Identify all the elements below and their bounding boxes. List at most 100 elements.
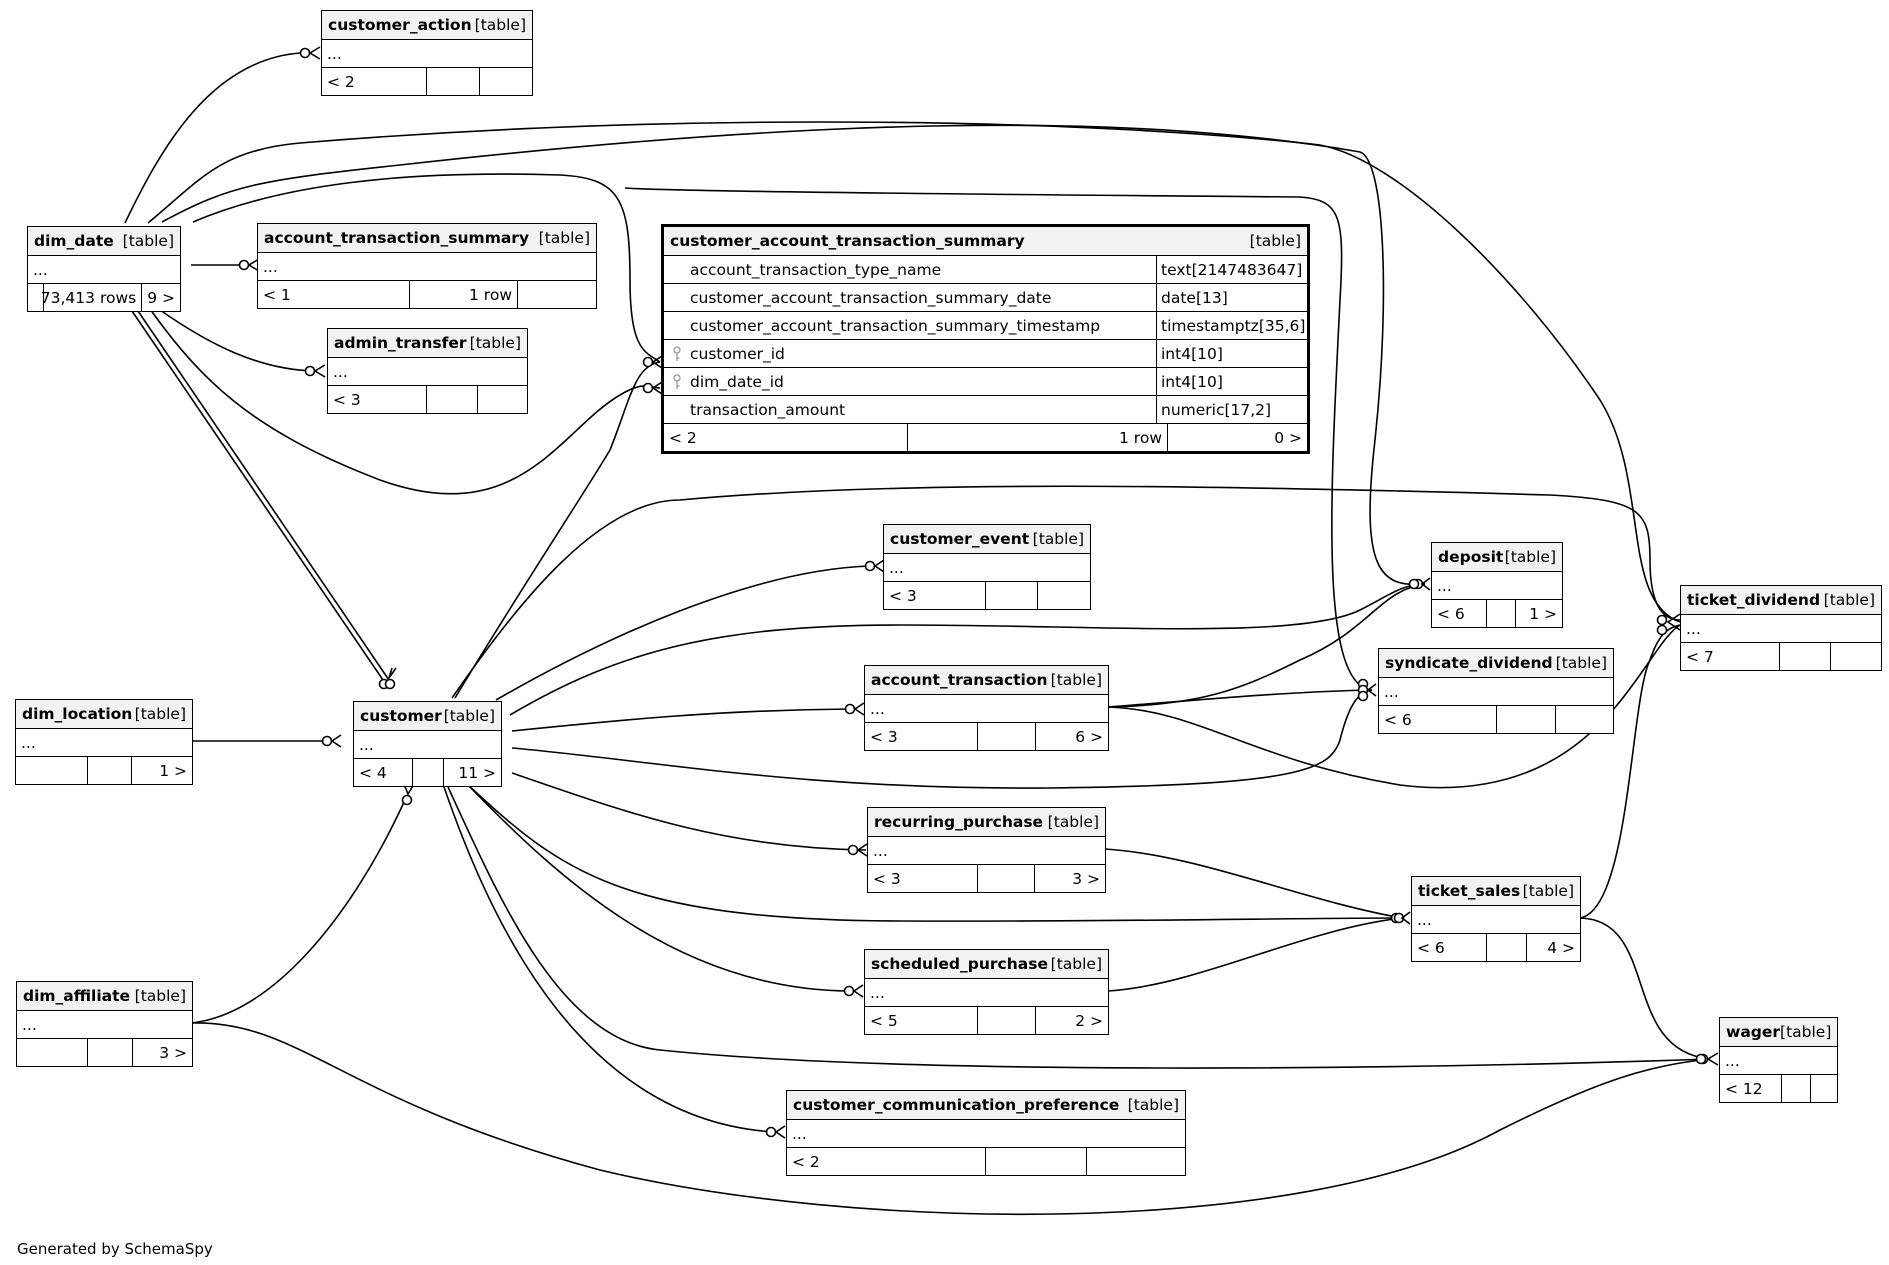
- table-footer: < 4 11 >: [354, 758, 501, 786]
- table-admin-transfer[interactable]: admin_transfer[table] ... < 3: [327, 328, 528, 414]
- edge-customer-customer-event: [495, 565, 871, 701]
- ellipsis-row: ...: [884, 553, 1090, 581]
- column-row[interactable]: customer_account_transaction_summary_dat…: [664, 283, 1307, 311]
- parents-link[interactable]: < 7: [1686, 647, 1714, 666]
- table-kind: [table]: [1047, 813, 1099, 831]
- table-name[interactable]: customer: [360, 707, 442, 725]
- edge-customer-ticket-dividend: [451, 485, 1681, 699]
- table-syndicate-dividend[interactable]: syndicate_dividend[table] ... < 6: [1378, 648, 1614, 734]
- table-name[interactable]: customer_account_transaction_summary: [670, 232, 1025, 250]
- parents-link[interactable]: < 12: [1725, 1079, 1763, 1098]
- children-link[interactable]: [517, 281, 596, 308]
- children-link[interactable]: [1810, 1075, 1837, 1102]
- children-link[interactable]: [477, 386, 527, 413]
- table-customer-action[interactable]: customer_action[table] ... < 2: [321, 10, 533, 96]
- parents-link[interactable]: [17, 1039, 87, 1066]
- children-link[interactable]: 11 >: [443, 759, 501, 786]
- table-kind: [table]: [134, 705, 186, 723]
- table-wager[interactable]: wager[table] ... < 12: [1719, 1017, 1838, 1103]
- children-link[interactable]: [1037, 582, 1090, 609]
- column-row[interactable]: customer_account_transaction_summary_tim…: [664, 311, 1307, 339]
- table-customer-communication-preference[interactable]: customer_communication_preference[table]…: [786, 1090, 1186, 1176]
- children-link[interactable]: 2 >: [1035, 1007, 1108, 1034]
- table-name[interactable]: syndicate_dividend: [1385, 654, 1553, 672]
- table-name[interactable]: dim_location: [22, 705, 133, 723]
- parents-link[interactable]: < 3: [333, 390, 361, 409]
- table-name[interactable]: dim_affiliate: [23, 987, 131, 1005]
- cardinality-markers: [238, 47, 1709, 1138]
- table-kind: [table]: [1032, 530, 1084, 548]
- table-name[interactable]: account_transaction: [871, 671, 1048, 689]
- children-link[interactable]: 3 >: [132, 1039, 192, 1066]
- table-footer: 3 >: [17, 1038, 192, 1066]
- column-name: transaction_amount: [690, 400, 846, 419]
- children-link[interactable]: 0 >: [1167, 424, 1307, 451]
- children-link[interactable]: 4 >: [1526, 934, 1580, 961]
- children-link[interactable]: [1086, 1148, 1185, 1175]
- parents-link[interactable]: < 6: [1384, 710, 1412, 729]
- parents-link[interactable]: < 4: [359, 763, 387, 782]
- children-link[interactable]: [1830, 643, 1881, 670]
- table-customer-account-transaction-summary[interactable]: customer_account_transaction_summary[tab…: [661, 224, 1310, 454]
- table-name[interactable]: wager: [1726, 1023, 1781, 1041]
- column-type: timestamptz[35,6]: [1156, 312, 1307, 339]
- edge-scheduled-purchase-ticket-sales: [1107, 917, 1403, 992]
- edge-dim-date-syndicate-dividend: [192, 173, 1371, 691]
- children-link[interactable]: 3 >: [1034, 865, 1105, 892]
- table-name[interactable]: customer_action: [328, 16, 472, 34]
- parents-link[interactable]: < 6: [1417, 938, 1445, 957]
- parents-link[interactable]: < 6: [1437, 604, 1465, 623]
- children-link[interactable]: 9 >: [141, 284, 180, 311]
- parents-link[interactable]: < 1: [263, 285, 291, 304]
- table-dim-affiliate[interactable]: dim_affiliate[table] ... 3 >: [16, 981, 193, 1067]
- parents-link[interactable]: < 2: [669, 428, 697, 447]
- parents-link[interactable]: < 5: [870, 1011, 898, 1030]
- parents-link[interactable]: < 2: [792, 1152, 820, 1171]
- edge-dim-date-customer-2: [137, 310, 392, 684]
- children-link[interactable]: 1 >: [1515, 600, 1562, 627]
- column-row[interactable]: transaction_amount numeric[17,2]: [664, 395, 1307, 423]
- parents-link[interactable]: < 3: [870, 727, 898, 746]
- parents-link[interactable]: < 2: [327, 72, 355, 91]
- column-type: numeric[17,2]: [1156, 396, 1307, 423]
- table-account-transaction-summary[interactable]: account_transaction_summary[table] ... <…: [257, 223, 597, 309]
- table-name[interactable]: customer_event: [890, 530, 1030, 548]
- table-name[interactable]: ticket_sales: [1418, 882, 1521, 900]
- table-name[interactable]: scheduled_purchase: [871, 955, 1048, 973]
- children-link[interactable]: [479, 68, 532, 95]
- table-kind: [table]: [1823, 591, 1875, 609]
- table-customer-event[interactable]: customer_event[table] ... < 3: [883, 524, 1091, 610]
- row-count: [87, 1039, 132, 1066]
- children-link[interactable]: 6 >: [1035, 723, 1108, 750]
- table-footer: < 6: [1379, 705, 1613, 733]
- parents-link[interactable]: < 3: [889, 586, 917, 605]
- table-name[interactable]: deposit: [1438, 548, 1504, 566]
- ellipsis-row: ...: [865, 978, 1108, 1006]
- table-dim-location[interactable]: dim_location[table] ... 1 >: [15, 699, 193, 785]
- table-name[interactable]: recurring_purchase: [874, 813, 1044, 831]
- table-name[interactable]: admin_transfer: [334, 334, 467, 352]
- table-name[interactable]: account_transaction_summary: [264, 229, 530, 247]
- parents-link[interactable]: < 3: [873, 869, 901, 888]
- children-link[interactable]: 1 >: [131, 757, 192, 784]
- row-count: 1 row: [409, 281, 517, 308]
- table-name[interactable]: customer_communication_preference: [793, 1096, 1120, 1114]
- parents-link[interactable]: [16, 757, 87, 784]
- table-ticket-dividend[interactable]: ticket_dividend[table] ... < 7: [1680, 585, 1882, 671]
- children-link[interactable]: [1555, 706, 1613, 733]
- column-name: customer_account_transaction_summary_dat…: [690, 288, 1052, 307]
- row-count: 73,413 rows: [41, 284, 141, 311]
- table-name[interactable]: dim_date: [34, 232, 114, 250]
- table-name[interactable]: ticket_dividend: [1687, 591, 1821, 609]
